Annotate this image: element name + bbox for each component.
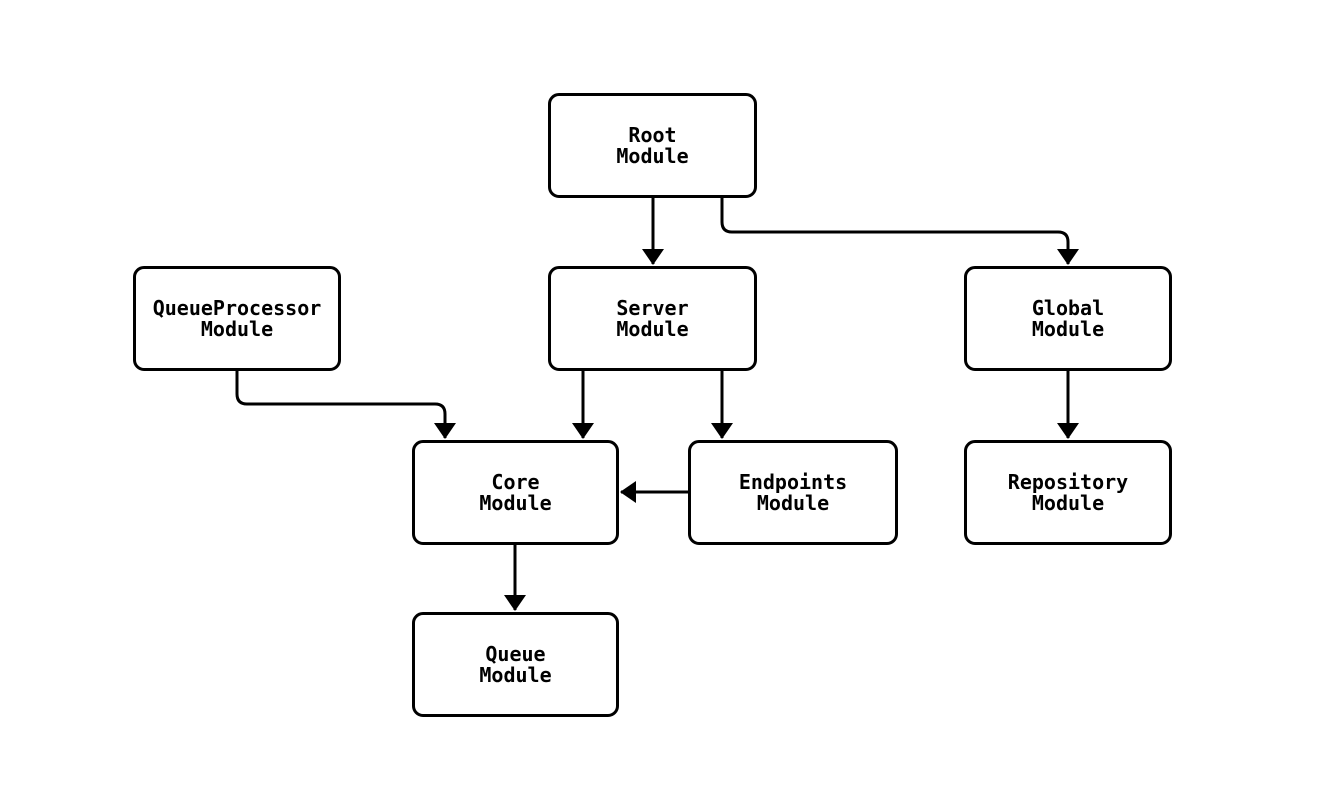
node-endpoints-module: Endpoints Module [688, 440, 898, 545]
node-endpoints-module-label: Endpoints Module [738, 469, 848, 515]
node-repository-module: Repository Module [964, 440, 1172, 545]
node-queueprocessor-module-label: QueueProcessor Module [152, 295, 322, 341]
node-root-module-label: Root Module [616, 122, 689, 168]
node-server-module: Server Module [548, 266, 757, 371]
node-server-module-label: Server Module [616, 295, 689, 341]
node-core-module-label: Core Module [479, 469, 552, 515]
node-queue-module: Queue Module [412, 612, 619, 717]
edge-root-to-global [720, 198, 1079, 265]
node-repository-module-label: Repository Module [1007, 469, 1129, 515]
node-global-module-label: Global Module [1031, 295, 1105, 341]
edge-queueprocessor-to-core [235, 371, 456, 439]
node-root-module: Root Module [548, 93, 757, 198]
node-queue-module-label: Queue Module [479, 641, 552, 687]
node-core-module: Core Module [412, 440, 619, 545]
node-global-module: Global Module [964, 266, 1172, 371]
node-queueprocessor-module: QueueProcessor Module [133, 266, 341, 371]
